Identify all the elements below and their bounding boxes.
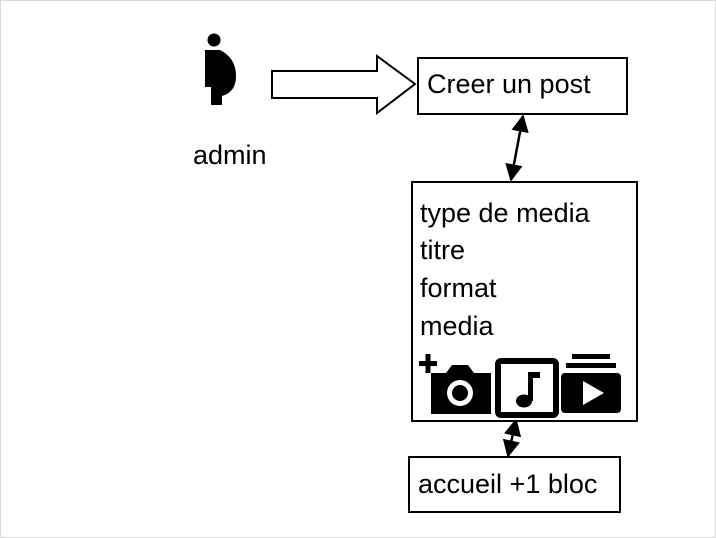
add-photo-icon: [419, 354, 491, 414]
result-node: accueil +1 bloc: [408, 456, 621, 513]
double-arrow-media-to-result: [502, 418, 522, 458]
create-post-node: Creer un post: [417, 57, 628, 115]
music-note-icon: [495, 358, 559, 418]
result-label: accueil +1 bloc: [418, 469, 598, 499]
person-icon: [205, 33, 236, 105]
field-media-type: type de media: [420, 198, 590, 228]
block-arrow-admin-to-create-post: [271, 54, 417, 116]
field-title: titre: [420, 235, 466, 265]
post-form-node: type de media titre format media: [411, 181, 638, 422]
video-library-icon: [561, 354, 621, 413]
actor-label: admin: [193, 140, 267, 170]
double-arrow-create-post-to-form: [505, 114, 529, 182]
create-post-label: Creer un post: [427, 69, 591, 99]
field-media: media: [420, 311, 494, 341]
field-format: format: [420, 273, 497, 303]
